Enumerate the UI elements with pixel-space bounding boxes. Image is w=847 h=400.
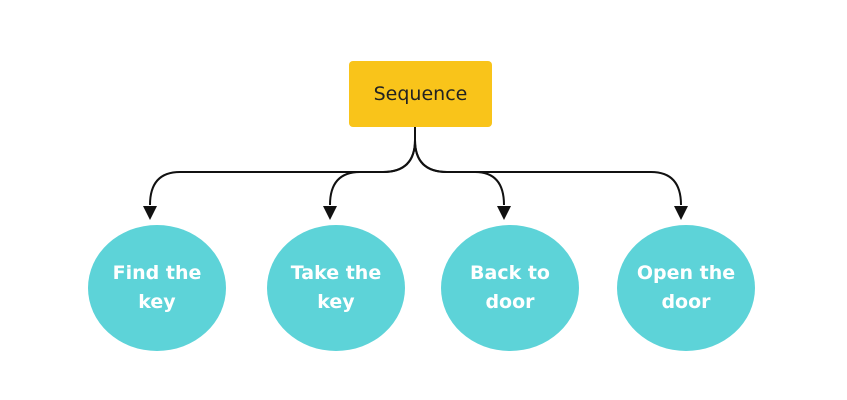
- sequence-node[interactable]: Sequence: [349, 61, 492, 127]
- arrowhead-open-the-door: [674, 206, 688, 220]
- node-back-to-door[interactable]: Back to door: [441, 225, 579, 351]
- node-take-the-key[interactable]: Take the key: [267, 225, 405, 351]
- node-label: Open the door: [636, 262, 736, 313]
- node-label: Take the key: [290, 262, 382, 313]
- connector-take-the-key: [329, 127, 416, 206]
- arrowhead-find-the-key: [143, 206, 157, 220]
- sequence-node-label: Sequence: [373, 83, 468, 105]
- node-find-the-key[interactable]: Find the key: [88, 225, 226, 351]
- connector-back-to-door: [414, 127, 505, 206]
- connector-find-the-key: [149, 127, 416, 206]
- node-label: Back to door: [470, 262, 550, 313]
- node-label: Find the key: [112, 262, 202, 313]
- arrowhead-back-to-door: [497, 206, 511, 220]
- connector-open-the-door: [414, 127, 682, 206]
- node-open-the-door[interactable]: Open the door: [617, 225, 755, 351]
- arrowhead-take-the-key: [323, 206, 337, 220]
